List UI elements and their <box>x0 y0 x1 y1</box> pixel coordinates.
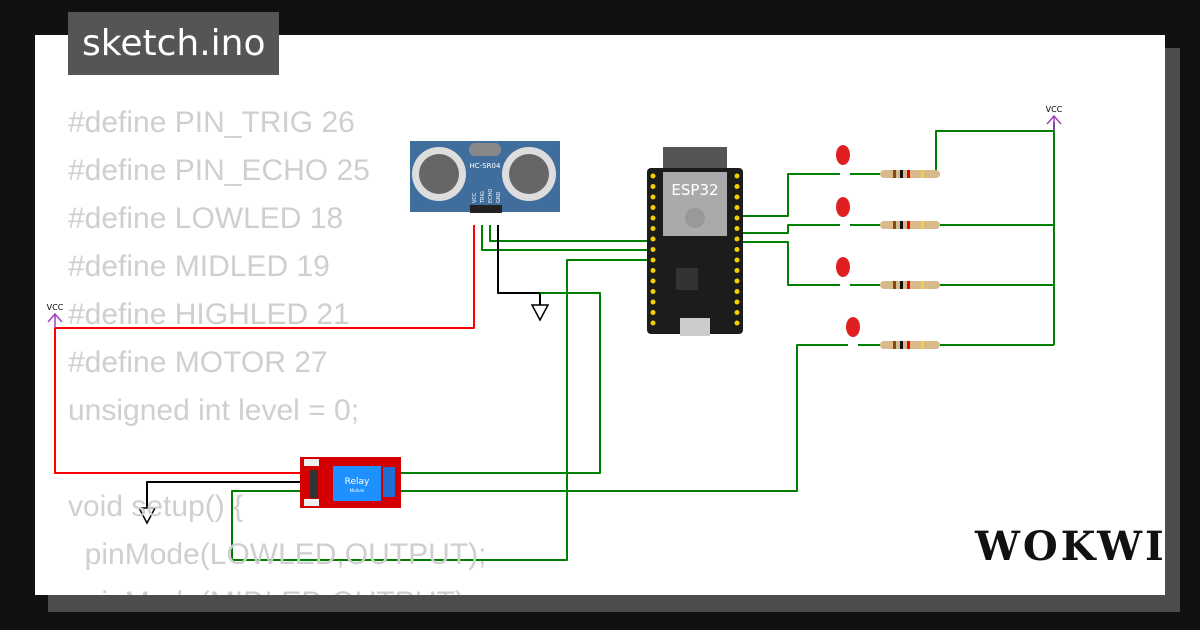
esp32-pin <box>734 278 740 284</box>
esp32-pin <box>650 226 656 231</box>
esp32-pin <box>650 247 656 252</box>
esp32-pin <box>650 205 656 210</box>
resistor-band <box>921 170 924 178</box>
red-led <box>846 317 860 337</box>
sensor-pin-vcc: VCC <box>472 192 478 203</box>
esp32-pin <box>734 236 740 242</box>
esp32-pin <box>650 184 656 189</box>
resistor-band <box>900 221 903 229</box>
wire-relay-in <box>231 259 650 561</box>
relay-label: Relay <box>345 477 370 487</box>
esp32-pin <box>734 205 740 210</box>
esp32-pin <box>650 278 656 284</box>
wire-vcc <box>54 225 475 474</box>
esp32-pin <box>734 184 740 189</box>
esp32-pin <box>650 236 656 242</box>
led-bank <box>836 145 940 349</box>
sensor-label: HC-SR04 <box>470 162 501 170</box>
wire-trig <box>481 225 650 251</box>
esp32-pin <box>650 310 656 315</box>
esp32-pin <box>650 289 656 294</box>
wire-led1 <box>737 173 840 217</box>
esp32-pin <box>734 268 740 273</box>
esp32-pin <box>734 247 740 252</box>
resistor-band <box>921 281 924 289</box>
wire-relay-gnd <box>146 481 303 508</box>
resistor-band <box>921 341 924 349</box>
sensor-pin-gnd: GND <box>496 191 502 203</box>
resistor-band <box>907 221 910 229</box>
ground-icon <box>530 304 550 322</box>
esp32-pin <box>650 268 656 273</box>
hc-sr04-sensor: HC-SR04 VCC TRIG ECHO GND <box>410 141 560 213</box>
esp32-pin <box>650 215 656 221</box>
resistor-band <box>893 221 896 229</box>
resistor-band <box>893 341 896 349</box>
esp32-pin <box>650 173 656 179</box>
esp32-pin <box>650 257 656 263</box>
vcc-label: VCC <box>47 303 64 312</box>
resistor-band <box>900 281 903 289</box>
relay-sublabel: Module <box>350 488 365 493</box>
red-led <box>836 257 850 277</box>
wire-echo <box>489 225 650 242</box>
wire-r1-vcc <box>935 130 1054 175</box>
resistor-band <box>900 170 903 178</box>
esp32-pin <box>734 320 740 326</box>
esp32-board: ESP32 <box>647 147 743 336</box>
esp32-label: ESP32 <box>671 181 718 199</box>
resistor-band <box>893 281 896 289</box>
esp32-pin <box>734 173 740 179</box>
resistor-band <box>907 170 910 178</box>
esp32-pin <box>734 299 740 305</box>
esp32-pin <box>734 257 740 263</box>
sensor-pin-echo: ECHO <box>488 189 494 203</box>
resistor-band <box>921 221 924 229</box>
red-led <box>836 197 850 217</box>
esp32-pin <box>734 289 740 294</box>
wire-relay-com <box>400 292 601 474</box>
resistor-band <box>907 281 910 289</box>
sensor-pin-trig: TRIG <box>480 191 486 204</box>
resistor-band <box>893 170 896 178</box>
esp32-pin <box>650 299 656 305</box>
wire-led3 <box>737 241 840 286</box>
wokwi-logo: WOKWI <box>975 523 1165 570</box>
esp32-pin <box>650 194 656 200</box>
red-led <box>836 145 850 165</box>
wire-sensor-gnd <box>497 225 541 305</box>
resistor-band <box>907 341 910 349</box>
esp32-pin <box>734 215 740 221</box>
wire-relay-no <box>400 344 848 492</box>
esp32-pin <box>650 320 656 326</box>
file-title: sketch.ino <box>68 12 280 75</box>
vcc-label: VCC <box>1046 105 1063 114</box>
ground-icon <box>137 507 157 525</box>
esp32-pin <box>734 194 740 200</box>
resistor-band <box>900 341 903 349</box>
relay-module: Relay Module <box>300 457 401 508</box>
vcc-symbol <box>47 114 1062 328</box>
esp32-pin <box>734 310 740 315</box>
esp32-pin <box>734 226 740 231</box>
wire-led2 <box>737 224 840 234</box>
